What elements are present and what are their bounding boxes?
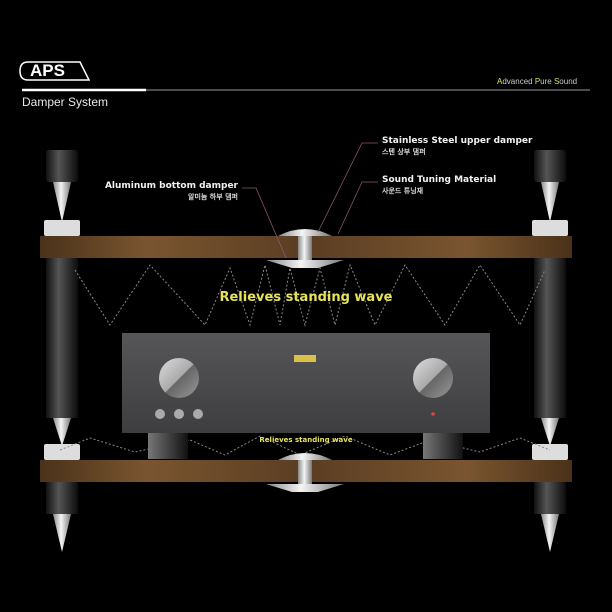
bottom-damper [266, 453, 344, 492]
page-title: Damper System [22, 95, 109, 109]
standing-wave-top [74, 263, 546, 327]
callout-stainless: Stainless Steel upper damper [382, 136, 533, 146]
callout-tuning-ko: 사운드 튜닝재 [382, 187, 424, 195]
power-led [431, 412, 435, 416]
amp-button [193, 409, 203, 419]
callout-tuning: Sound Tuning Material [382, 175, 497, 185]
tagline-part: S [553, 77, 560, 86]
top-damper [266, 229, 344, 268]
leader-aluminum [242, 187, 287, 259]
callout-aluminum: Aluminum bottom damper [104, 181, 238, 191]
callout-stainless-ko: 스텐 상부 댐퍼 [382, 148, 426, 156]
wave-label-main: Relieves standing wave [219, 290, 393, 305]
selector-knob [413, 358, 453, 398]
amp-badge [294, 355, 316, 362]
aps-logo: APS [30, 61, 65, 80]
amp-button [174, 409, 184, 419]
tagline-part: ound [559, 77, 578, 86]
amp-foot-right [423, 432, 463, 459]
tagline: Advanced Pure Sound [497, 77, 577, 86]
aps-logo-frame [19, 61, 91, 81]
tagline-part: dvanced [502, 77, 535, 86]
tagline-part: P [534, 77, 541, 86]
volume-knob [159, 358, 199, 398]
amp-foot-left [148, 432, 188, 459]
left-pillar [44, 150, 80, 552]
leader-stainless [317, 142, 378, 233]
amplifier [122, 333, 490, 459]
tagline-part: ure [540, 77, 554, 86]
wave-label-small: Relieves standing wave [259, 436, 353, 444]
amp-button [155, 409, 165, 419]
tagline-part: A [497, 77, 503, 86]
right-pillar [532, 150, 568, 552]
callout-aluminum-ko: 알미늄 하부 댐퍼 [188, 193, 238, 201]
leader-tuning [337, 181, 378, 235]
